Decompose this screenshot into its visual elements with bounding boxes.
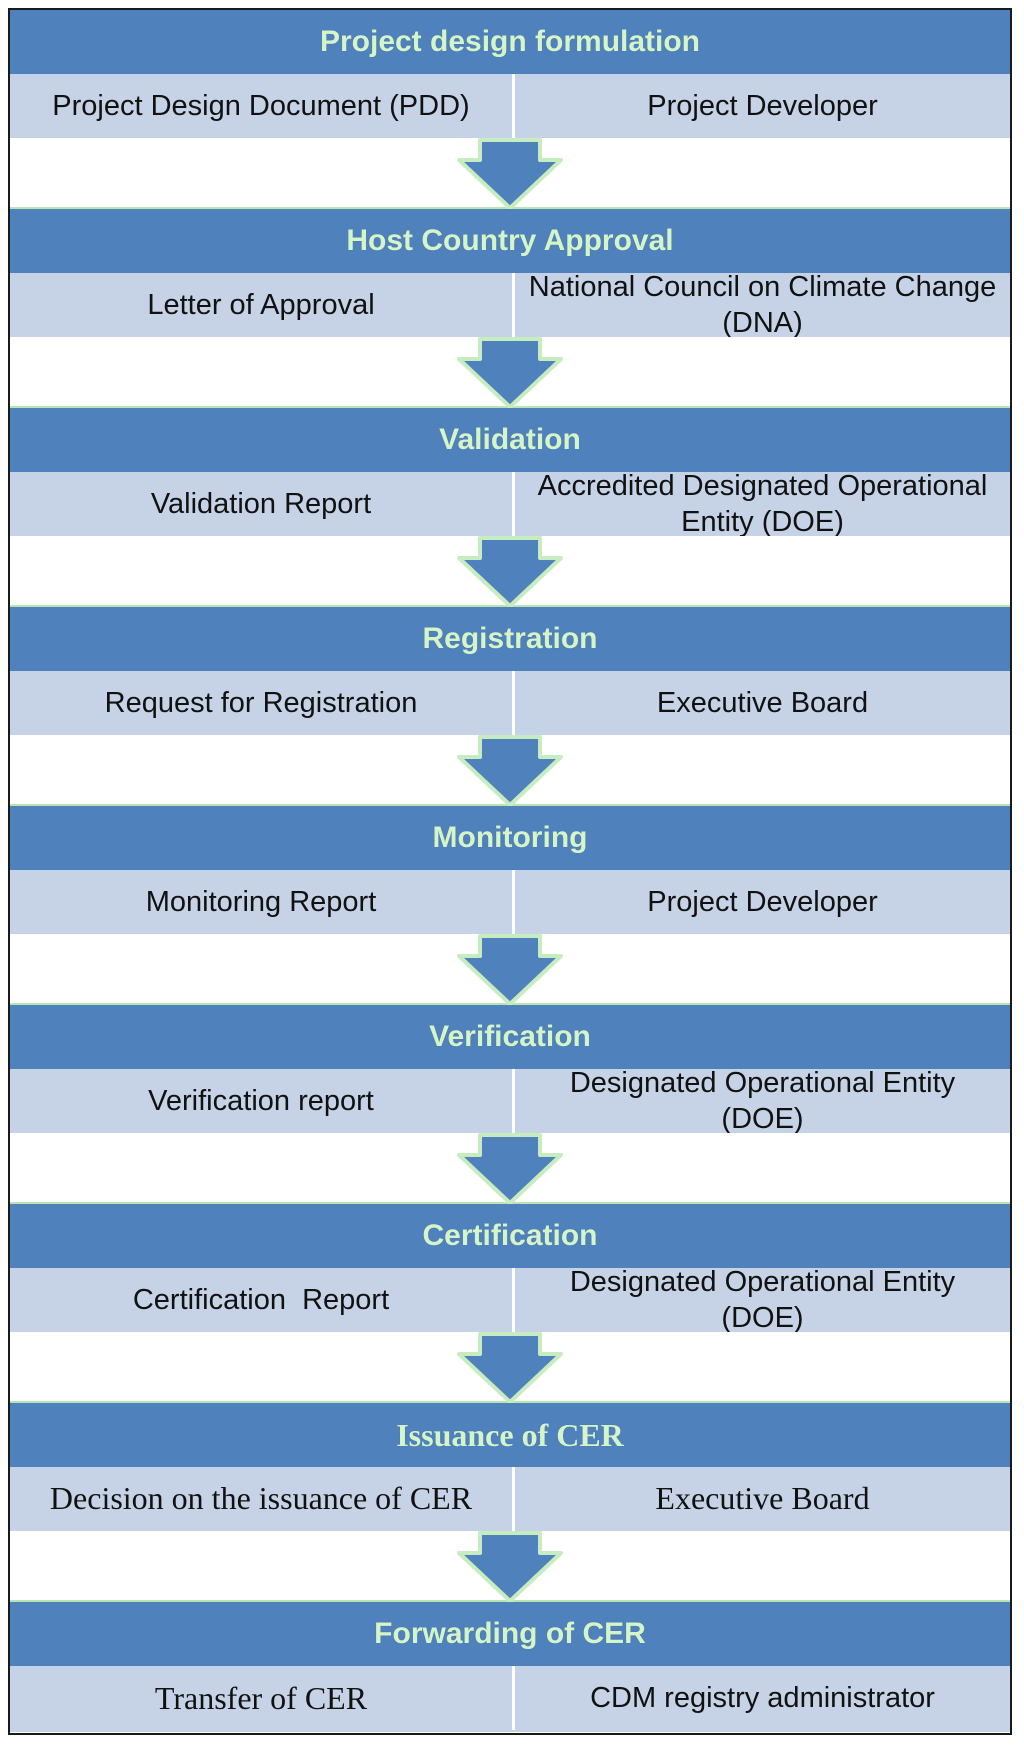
stage-header: Host Country Approval <box>10 209 1010 273</box>
stage-document: Monitoring Report <box>145 885 377 918</box>
stage-verification: Verification Verification report Designa… <box>10 1005 1010 1206</box>
stage-row: Verification report Designated Operation… <box>10 1067 1010 1135</box>
stage-row: Monitoring Report Project Developer <box>10 870 1010 934</box>
stage-row: Decision on the issuance of CER Executiv… <box>10 1467 1010 1531</box>
stage-header: Issuance of CER <box>10 1403 1010 1467</box>
stage-header: Registration <box>10 607 1010 671</box>
stage-document: Verification report <box>148 1084 374 1117</box>
stage-header: Verification <box>10 1005 1010 1069</box>
down-arrow-icon <box>455 1531 565 1604</box>
stage-forwarding-of-cer: Forwarding of CER Transfer of CER CDM re… <box>10 1602 1010 1735</box>
stage-project-design-formulation: Project design formulation Project Desig… <box>10 10 1010 211</box>
down-arrow-icon <box>455 337 565 410</box>
stage-registration: Registration Request for Registration Ex… <box>10 607 1010 808</box>
stage-document: Decision on the issuance of CER <box>49 1480 473 1517</box>
stage-row: Certification Report Designated Operatio… <box>10 1266 1010 1334</box>
stage-document: Project Design Document (PDD) <box>52 89 470 122</box>
stage-header: Project design formulation <box>10 10 1010 74</box>
down-arrow-icon <box>455 735 565 808</box>
stage-actor: CDM registry administrator <box>512 1666 1010 1730</box>
stage-document: Transfer of CER <box>154 1680 368 1716</box>
stage-actor: Project Developer <box>512 870 1010 934</box>
stage-monitoring: Monitoring Monitoring Report Project Dev… <box>10 806 1010 1007</box>
down-arrow-icon <box>455 1332 565 1405</box>
stage-issuance-of-cer: Issuance of CER Decision on the issuance… <box>10 1403 1010 1604</box>
stage-header: Forwarding of CER <box>10 1602 1010 1666</box>
stage-actor: Designated Operational Entity (DOE) <box>512 1266 1010 1334</box>
stage-actor: Project Developer <box>512 74 1010 138</box>
stage-host-country-approval: Host Country Approval Letter of Approval… <box>10 209 1010 410</box>
stage-row: Letter of Approval National Council on C… <box>10 271 1010 339</box>
stage-validation: Validation Validation Report Accredited … <box>10 408 1010 609</box>
stage-certification: Certification Certification Report Desig… <box>10 1204 1010 1405</box>
stage-actor: Designated Operational Entity (DOE) <box>512 1067 1010 1135</box>
stage-actor: National Council on Climate Change (DNA) <box>512 271 1010 339</box>
down-arrow-icon <box>455 934 565 1007</box>
stage-row: Transfer of CER CDM registry administrat… <box>10 1666 1010 1732</box>
stage-actor: Executive Board <box>512 671 1010 735</box>
stage-header: Monitoring <box>10 806 1010 870</box>
stage-row: Project Design Document (PDD) Project De… <box>10 74 1010 138</box>
down-arrow-icon <box>455 1133 565 1206</box>
stage-row: Request for Registration Executive Board <box>10 671 1010 735</box>
stage-document: Letter of Approval <box>147 288 375 321</box>
stage-header: Certification <box>10 1204 1010 1268</box>
stage-document: Request for Registration <box>104 686 418 719</box>
down-arrow-icon <box>455 138 565 211</box>
stage-document: Certification Report <box>132 1283 390 1316</box>
stage-header: Validation <box>10 408 1010 472</box>
stage-actor: Accredited Designated Operational Entity… <box>512 470 1010 538</box>
stage-row: Validation Report Accredited Designated … <box>10 470 1010 538</box>
down-arrow-icon <box>455 536 565 609</box>
stage-actor: Executive Board <box>512 1467 1010 1531</box>
stage-document: Validation Report <box>150 487 372 520</box>
cdm-process-flowchart: Project design formulation Project Desig… <box>8 8 1012 1735</box>
